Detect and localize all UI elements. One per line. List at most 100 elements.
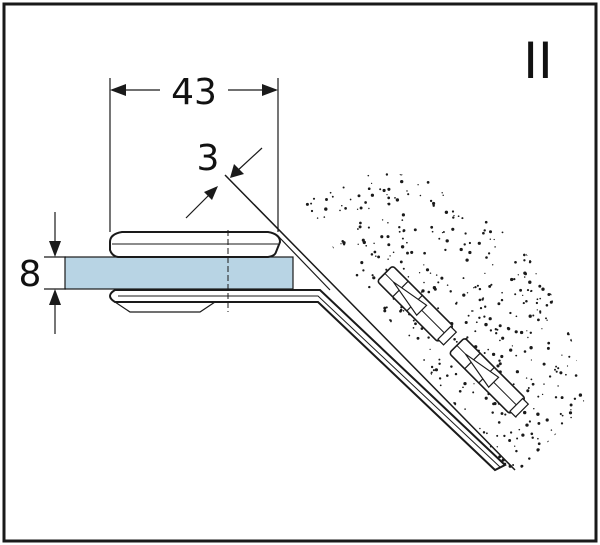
concrete-speckle [569,403,573,407]
concrete-speckle [574,374,578,377]
concrete-speckle [475,164,478,167]
concrete-speckle [345,340,349,344]
concrete-speckle [557,447,559,449]
concrete-speckle [353,362,357,366]
concrete-speckle [561,354,563,356]
concrete-speckle [326,164,327,165]
concrete-speckle [300,338,302,342]
concrete-speckle [529,331,532,334]
concrete-speckle [532,192,535,195]
concrete-speckle [491,264,494,266]
concrete-speckle [293,203,295,205]
concrete-speckle [373,442,376,445]
concrete-speckle [560,396,564,400]
concrete-speckle [456,301,458,304]
concrete-speckle [526,289,530,292]
concrete-speckle [519,330,524,335]
concrete-speckle [395,443,398,446]
concrete-speckle [466,292,469,294]
concrete-speckle [500,354,504,359]
concrete-speckle [537,421,541,425]
concrete-speckle [395,198,400,202]
concrete-speckle [399,309,402,313]
wall-edge-line [277,235,331,291]
concrete-speckle [365,244,368,247]
concrete-speckle [305,330,309,335]
concrete-speckle [349,278,353,282]
concrete-speckle [312,454,315,457]
concrete-speckle [323,328,327,331]
concrete-speckle [559,412,562,416]
concrete-speckle [387,202,389,205]
concrete-speckle [488,284,492,288]
concrete-speckle [327,276,330,279]
concrete-speckle [547,165,548,166]
concrete-speckle [445,239,449,243]
concrete-speckle [515,370,520,374]
concrete-speckle [577,221,581,225]
concrete-speckle [528,280,532,284]
concrete-speckle [429,348,431,351]
concrete-speckle [430,371,433,374]
concrete-speckle [554,368,556,371]
concrete-speckle [561,263,564,266]
concrete-speckle [289,201,291,203]
concrete-speckle [421,366,425,370]
concrete-speckle [312,197,316,200]
concrete-speckle [545,164,546,165]
concrete-speckle [383,466,385,468]
concrete-speckle [290,191,293,194]
concrete-speckle [462,166,464,168]
concrete-speckle [568,163,571,166]
concrete-speckle [499,339,501,342]
dim-3-arrow-upper [230,164,244,178]
concrete-speckle [297,274,299,276]
concrete-speckle [587,340,590,343]
concrete-speckle [588,212,591,215]
concrete-speckle [325,198,328,201]
concrete-speckle [582,230,585,233]
concrete-speckle [323,346,327,350]
concrete-speckle [556,446,560,449]
concrete-speckle [290,163,291,164]
concrete-speckle [332,340,336,343]
concrete-speckle [437,179,440,181]
concrete-speckle [513,277,516,281]
concrete-speckle [463,381,467,386]
concrete-speckle [352,375,355,378]
concrete-speckle [359,206,363,210]
concrete-speckle [338,328,341,331]
concrete-speckle [420,327,424,330]
concrete-speckle [387,243,391,247]
concrete-speckle [479,427,481,430]
concrete-speckle [379,397,382,399]
concrete-speckle [432,201,436,206]
concrete-speckle [301,239,305,243]
concrete-speckle [408,434,411,436]
concrete-speckle [490,283,493,286]
concrete-speckle [325,369,329,373]
concrete-speckle [525,377,528,379]
concrete-speckle [531,199,533,201]
concrete-speckle [439,384,442,387]
concrete-speckle [514,260,517,264]
concrete-speckle [351,282,354,285]
concrete-speckle [400,452,403,455]
concrete-speckle [295,354,298,357]
concrete-speckle [303,195,307,199]
concrete-speckle [393,446,396,448]
concrete-speckle [550,461,552,463]
concrete-speckle [482,231,485,235]
concrete-speckle [339,209,341,212]
concrete-speckle [467,314,470,317]
concrete-speckle [345,468,348,470]
concrete-speckle [548,375,552,378]
concrete-speckle [323,454,326,457]
anchor-bolt-upper [377,266,458,346]
concrete-speckle [341,300,344,303]
concrete-speckle [496,446,499,448]
concrete-speckle [423,281,425,284]
concrete-speckle [315,408,318,411]
plate-underside [114,301,216,313]
concrete-speckle [481,298,484,301]
